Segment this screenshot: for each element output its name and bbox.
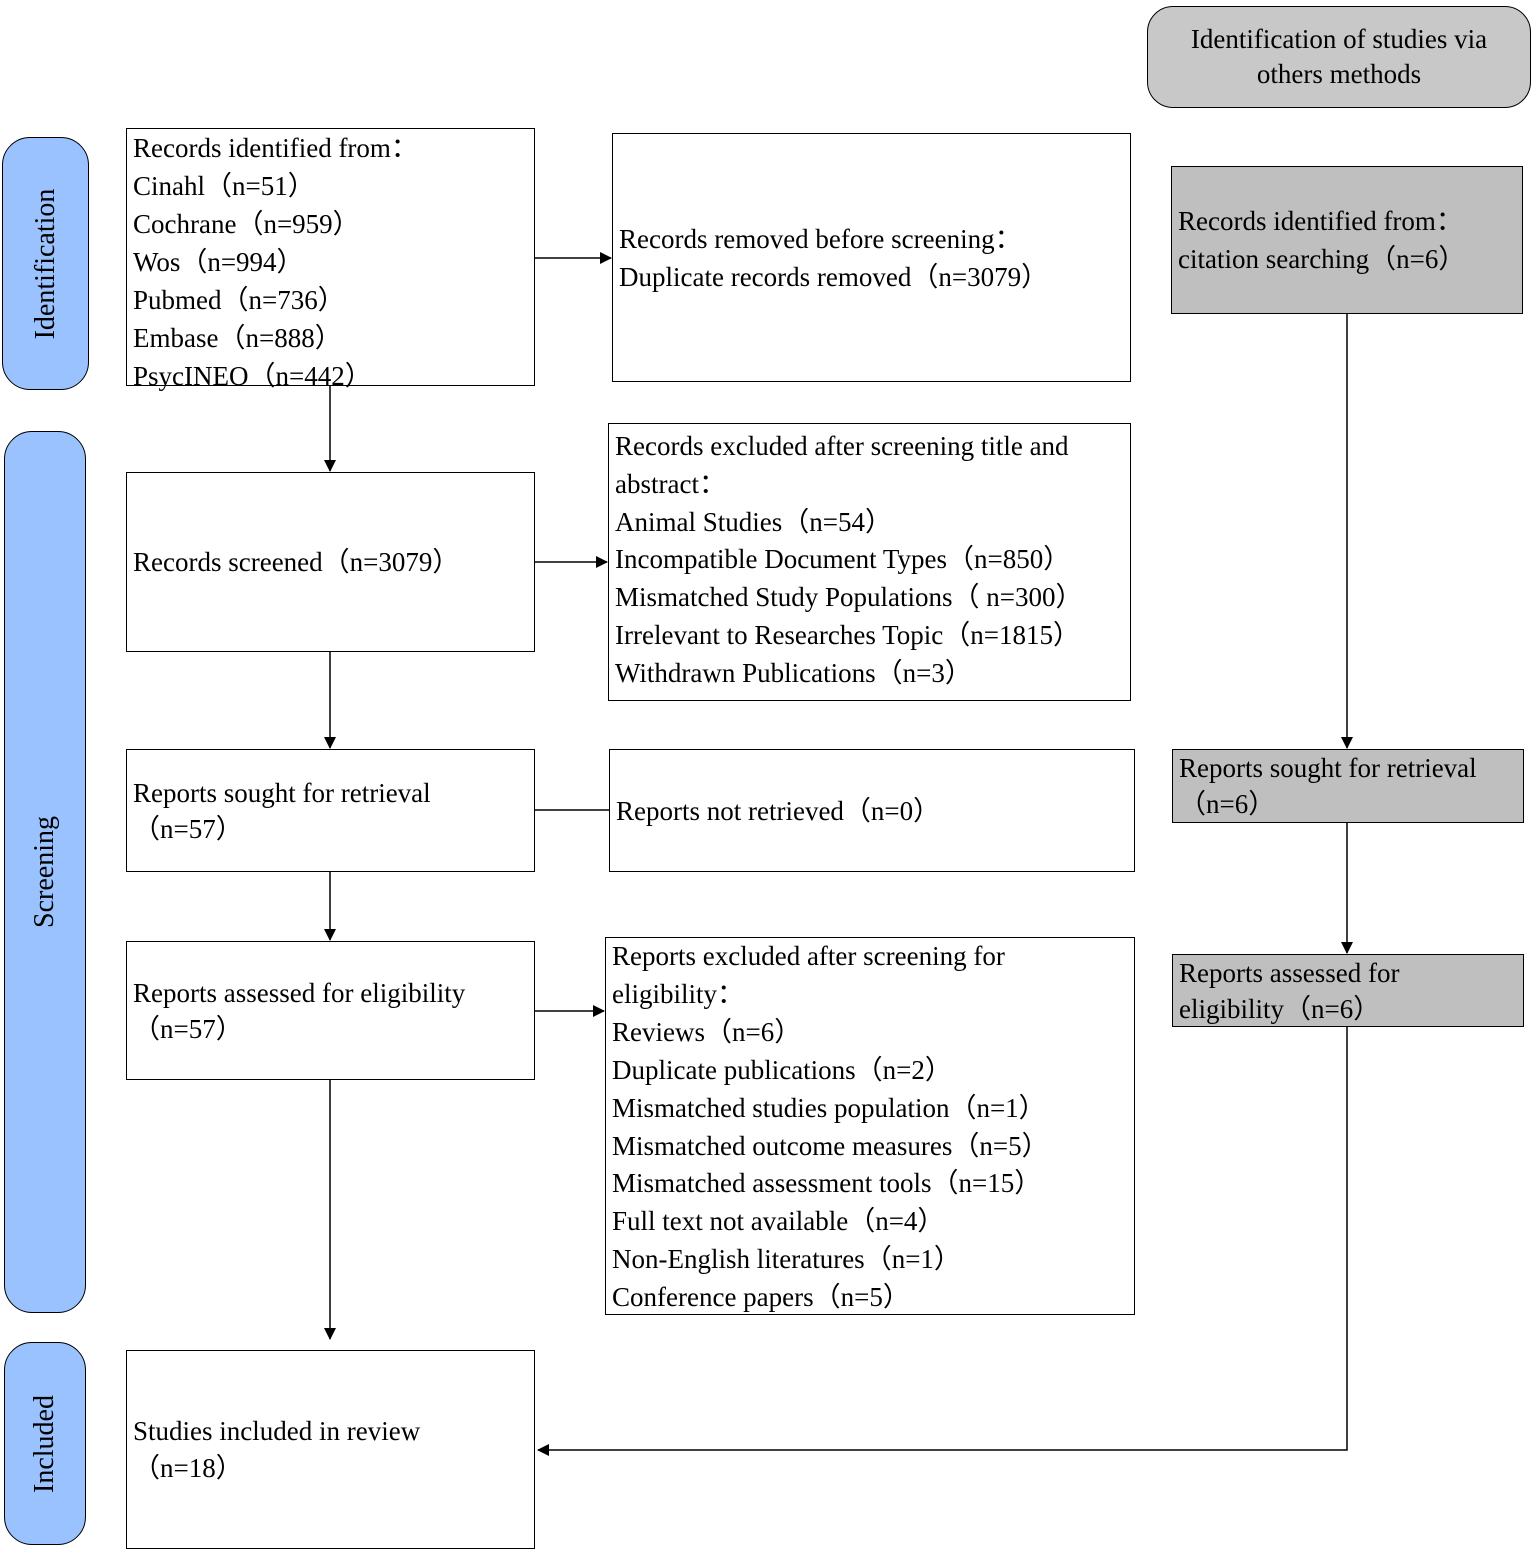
phase-included: Included: [4, 1342, 86, 1545]
reports-excluded-line: Mismatched outcome measures（n=5）: [612, 1130, 1049, 1161]
reports-excluded-line: Duplicate publications（n=2）: [612, 1054, 952, 1085]
records-screened-text: Records screened（n=3079）: [133, 547, 460, 577]
reports-excluded-line: eligibility：: [612, 978, 744, 1009]
reports-excluded-line: Conference papers（n=5）: [612, 1282, 910, 1313]
studies-included-line: （n=18）: [133, 1452, 243, 1483]
records-identified-line: Pubmed（n=736）: [133, 285, 345, 315]
records-excluded-line: Incompatible Document Types（n=850）: [615, 544, 1071, 575]
reports-assessed-box: Reports assessed for eligibility （n=57）: [126, 941, 535, 1080]
citation-reports-assessed-line: eligibility（n=6）: [1179, 993, 1381, 1024]
records-identified-line: Cinahl（n=51）: [133, 171, 315, 201]
records-excluded-line: Withdrawn Publications（n=3）: [615, 657, 972, 688]
records-identified-line: Cochrane（n=959）: [133, 209, 360, 239]
records-excluded-line: Mismatched Study Populations（ n=300）: [615, 582, 1083, 613]
records-removed-box: Records removed before screening： Duplic…: [612, 133, 1131, 382]
other-methods-header: Identification of studies via others met…: [1147, 6, 1531, 108]
citation-records-line: Records identified from：: [1178, 206, 1463, 236]
records-identified-box: Records identified from： Cinahl（n=51） Co…: [126, 128, 535, 391]
citation-records-box: Records identified from： citation search…: [1171, 166, 1523, 314]
studies-included-box: Studies included in review （n=18）: [126, 1350, 535, 1549]
reports-not-retrieved-text: Reports not retrieved（n=0）: [616, 795, 941, 826]
reports-sought-line: （n=57）: [133, 813, 243, 844]
other-methods-header-line: Identification of studies via: [1190, 24, 1488, 54]
records-excluded-line: Irrelevant to Researches Topic（n=1815）: [615, 619, 1080, 650]
reports-excluded-line: Non-English literatures（n=1）: [612, 1244, 961, 1275]
reports-excluded-line: Mismatched studies population（n=1）: [612, 1092, 1046, 1123]
citation-reports-sought-line: （n=6）: [1179, 789, 1276, 819]
reports-sought-box: Reports sought for retrieval （n=57）: [126, 749, 535, 872]
reports-sought-line: Reports sought for retrieval: [133, 777, 431, 808]
reports-excluded-box: Reports excluded after screening for eli…: [605, 937, 1135, 1315]
records-identified-line: Wos（n=994）: [133, 247, 304, 277]
records-identified-line: PsycINEO（n=442）: [133, 361, 372, 391]
records-removed-line: Records removed before screening：: [619, 224, 1022, 254]
records-removed-line: Duplicate records removed（n=3079）: [619, 262, 1049, 292]
reports-excluded-line: Full text not available（n=4）: [612, 1206, 945, 1237]
citation-reports-sought-box: Reports sought for retrieval （n=6）: [1172, 749, 1524, 823]
reports-not-retrieved-box: Reports not retrieved（n=0）: [609, 749, 1135, 872]
other-methods-header-line: others methods: [1256, 59, 1422, 89]
records-excluded-box: Records excluded after screening title a…: [608, 423, 1131, 701]
citation-records-line: citation searching（n=6）: [1178, 244, 1466, 274]
citation-reports-assessed-box: Reports assessed for eligibility（n=6）: [1172, 954, 1524, 1027]
records-excluded-line: Animal Studies（n=54）: [615, 506, 892, 537]
arrow-citation-assessed-to-included: [537, 1027, 1348, 1456]
studies-included-line: Studies included in review: [133, 1415, 421, 1446]
phase-identification: Identification: [2, 137, 89, 390]
reports-excluded-line: Reviews（n=6）: [612, 1016, 802, 1047]
reports-excluded-line: Reports excluded after screening for: [612, 941, 1005, 971]
records-identified-line: Embase（n=888）: [133, 323, 342, 353]
records-identified-line: Records identified from：: [133, 133, 418, 163]
phase-screening: Screening: [4, 431, 86, 1313]
records-excluded-line: abstract：: [615, 468, 726, 499]
records-screened-box: Records screened（n=3079）: [126, 472, 535, 652]
citation-reports-assessed-line: Reports assessed for: [1179, 957, 1400, 988]
reports-assessed-line: （n=57）: [133, 1013, 243, 1044]
records-excluded-line: Records excluded after screening title a…: [615, 431, 1069, 461]
reports-excluded-line: Mismatched assessment tools（n=15）: [612, 1168, 1042, 1199]
citation-reports-sought-line: Reports sought for retrieval: [1179, 753, 1477, 783]
reports-assessed-line: Reports assessed for eligibility: [133, 977, 466, 1008]
